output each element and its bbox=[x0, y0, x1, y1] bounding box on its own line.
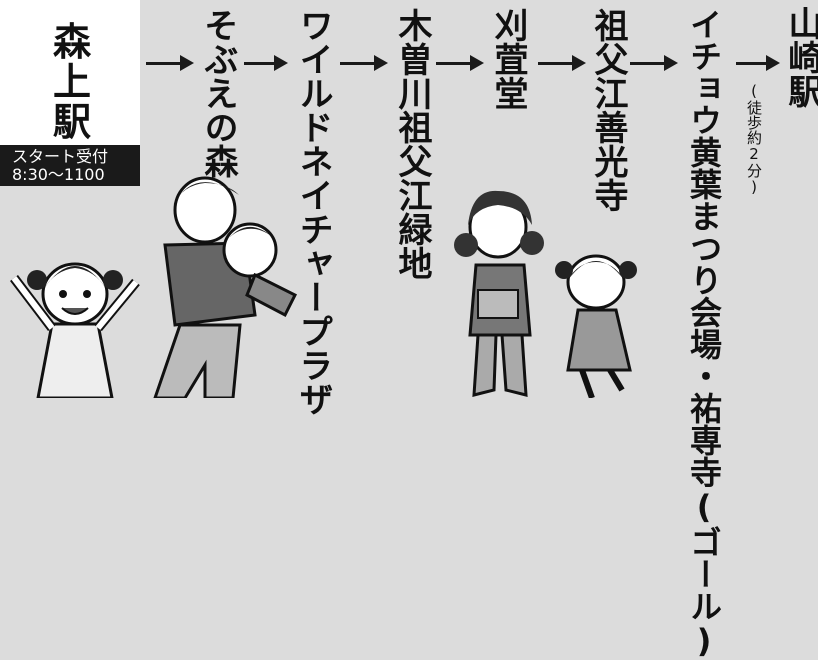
stop-sobue-zenkoji: 祖父江善光寺 bbox=[588, 8, 628, 212]
start-station-name: 森上駅 bbox=[52, 20, 91, 144]
stop-sobue-forest: そぶえの森 bbox=[198, 8, 238, 178]
stop-goal-icho-festival: イチョウ黄葉まつり会場・祐専寺(ゴール) bbox=[685, 8, 723, 660]
start-reception-label: スタート受付 bbox=[12, 147, 109, 166]
stop-karukaya-do: 刈萓堂 bbox=[488, 8, 528, 110]
arrow-3 bbox=[340, 55, 388, 71]
boy-carrying-boy-illustration bbox=[153, 176, 298, 398]
arrow-7 bbox=[736, 55, 780, 71]
start-reception-note: スタート受付 8:30〜1100 bbox=[0, 145, 140, 186]
arrow-6 bbox=[630, 55, 678, 71]
girl-dancing-illustration bbox=[555, 254, 637, 398]
start-reception-time: 8:30〜1100 bbox=[12, 165, 105, 184]
girl-waving-illustration bbox=[10, 262, 140, 398]
stop-wild-nature-plaza: ワイルドネイチャープラザ bbox=[293, 8, 333, 416]
arrow-5 bbox=[538, 55, 586, 71]
woman-with-basket-illustration bbox=[454, 190, 544, 397]
walk-time-note: (徒歩約2分) bbox=[745, 82, 763, 196]
arrow-4 bbox=[436, 55, 484, 71]
stop-yamazaki-station: 山崎駅 bbox=[782, 6, 818, 108]
arrow-2 bbox=[244, 55, 288, 71]
stop-kisogawa-sobue-ryokuchi: 木曽川祖父江緑地 bbox=[392, 8, 432, 280]
arrow-1 bbox=[146, 55, 194, 71]
start-station-box: 森上駅 スタート受付 8:30〜1100 bbox=[0, 0, 140, 186]
